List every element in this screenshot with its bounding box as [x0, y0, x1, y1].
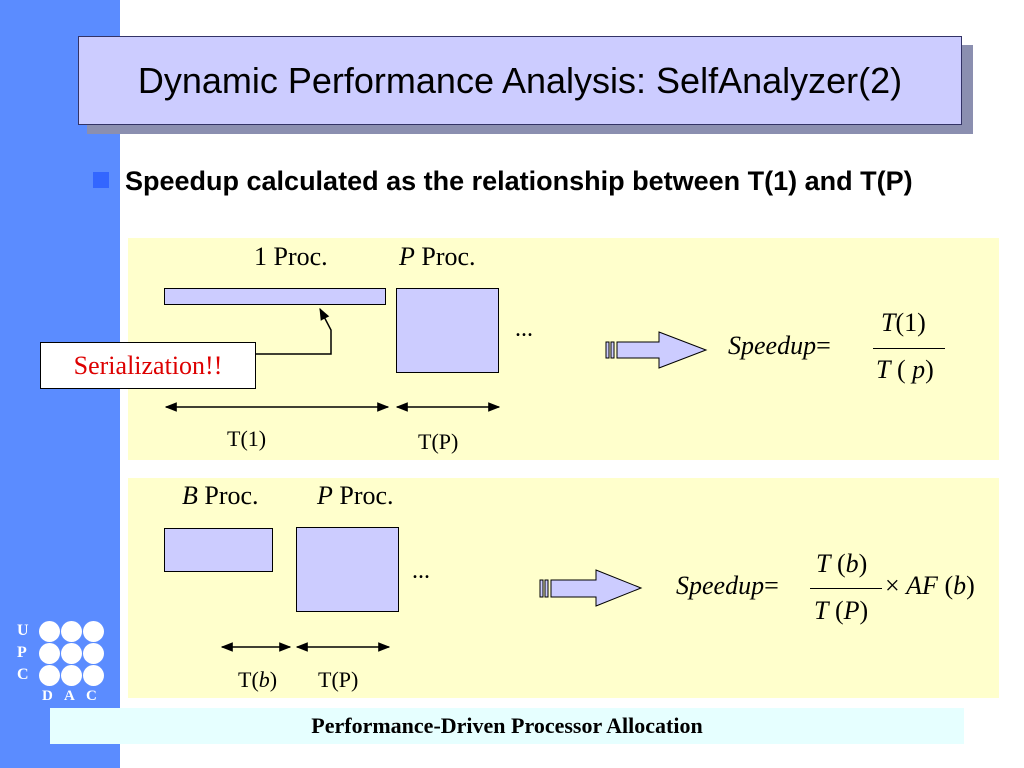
logo-dot: [61, 643, 82, 664]
logo-dot: [83, 665, 104, 686]
logo-letter-d: D: [42, 688, 53, 704]
formula-numerator-bottom: T (b): [816, 549, 867, 579]
num-close-b: ): [858, 549, 868, 578]
formula-denominator-bottom: T (P): [814, 596, 868, 626]
logo-letter-c: C: [17, 666, 29, 683]
num-arg-b: b: [845, 549, 859, 578]
formula-numerator-top: T(1): [881, 308, 926, 338]
bullet-square-icon: [93, 172, 109, 188]
implies-arrow-top-icon: [605, 331, 708, 369]
title-box: Dynamic Performance Analysis: SelfAnalyz…: [78, 36, 962, 125]
times-sign: ×: [885, 571, 900, 600]
formula-eq-bottom: =: [764, 571, 779, 600]
p-proc-block-bottom: [296, 527, 399, 612]
footer-title: Performance-Driven Processor Allocation: [311, 713, 703, 738]
formula-speedup-var: Speedup: [728, 331, 817, 360]
slide-title: Dynamic Performance Analysis: SelfAnalyz…: [137, 59, 903, 101]
label-p-suffix: Proc.: [414, 242, 476, 271]
tb-prefix: T(: [238, 667, 259, 692]
formula-lhs-bottom: Speedup=: [676, 571, 779, 601]
b-proc-block: [164, 528, 273, 572]
logo-dot: [83, 621, 104, 642]
label-p-proc: P Proc.: [399, 242, 476, 272]
label-p-var-bottom: P: [317, 481, 333, 510]
den-arg-b: P: [843, 596, 860, 625]
tb-suffix: ): [269, 667, 278, 692]
callout-connector: [256, 307, 332, 355]
logo-letter-c2: C: [86, 688, 97, 704]
formula-speedup-var-bottom: Speedup: [676, 571, 765, 600]
ellipsis-bottom: ...: [412, 558, 430, 584]
logo-letter-a: A: [64, 688, 75, 704]
af-var: AF: [906, 571, 938, 600]
serialization-callout: Serialization!!: [40, 342, 256, 389]
formula-lhs-top: Speedup=: [728, 331, 831, 361]
num-arg: (1): [895, 308, 926, 337]
label-p-var: P: [399, 242, 415, 271]
den-close-b: ): [859, 596, 869, 625]
t1-label: T(1): [227, 426, 267, 451]
panel-top: [128, 238, 999, 460]
den-var-b: T: [814, 596, 829, 625]
logo-dot: [39, 621, 60, 642]
tb-var: b: [258, 667, 270, 692]
label-b-var: B: [182, 481, 198, 510]
footer-bar: Performance-Driven Processor Allocation: [50, 708, 964, 744]
tp-label-top: T(P): [418, 429, 459, 454]
formula-eq: =: [816, 331, 831, 360]
logo-dot: [61, 665, 82, 686]
tb-label: T(b): [238, 667, 277, 693]
label-p-proc-bottom: P Proc.: [317, 481, 394, 511]
serial-execution-bar: [164, 288, 386, 305]
formula-denominator-top: T ( p): [876, 355, 934, 385]
parallel-execution-block: [396, 288, 499, 373]
formula-af-term: × AF (b): [885, 571, 975, 601]
den-close: ): [925, 355, 934, 384]
af-close: ): [966, 571, 975, 600]
den-arg: p: [905, 355, 926, 384]
label-p-suffix-bottom: Proc.: [332, 481, 394, 510]
logo-dot: [39, 643, 60, 664]
fraction-bar-top: [873, 348, 945, 349]
logo-dot: [83, 643, 104, 664]
label-b-suffix: Proc.: [197, 481, 259, 510]
logo-letter-u: U: [17, 622, 29, 639]
den-var: T: [876, 355, 891, 384]
logo-letter-p: P: [17, 644, 27, 661]
af-open: (: [937, 571, 954, 600]
implies-arrow-bottom-icon: [539, 569, 643, 607]
label-b-proc: B Proc.: [182, 481, 259, 511]
den-open: (: [890, 355, 906, 384]
fraction-bar-bottom: [810, 588, 882, 589]
den-open-b: (: [828, 596, 844, 625]
ellipsis-top: ...: [515, 316, 533, 342]
num-var: T: [881, 308, 896, 337]
num-open-b: (: [830, 549, 846, 578]
label-1-proc: 1 Proc.: [254, 242, 328, 271]
bullet-text: Speedup calculated as the relationship b…: [125, 166, 913, 196]
logo-dot: [39, 665, 60, 686]
num-var-b: T: [816, 549, 831, 578]
af-arg: b: [953, 571, 967, 600]
tp-label-bottom: T(P): [318, 667, 359, 692]
logo-dot: [61, 621, 82, 642]
